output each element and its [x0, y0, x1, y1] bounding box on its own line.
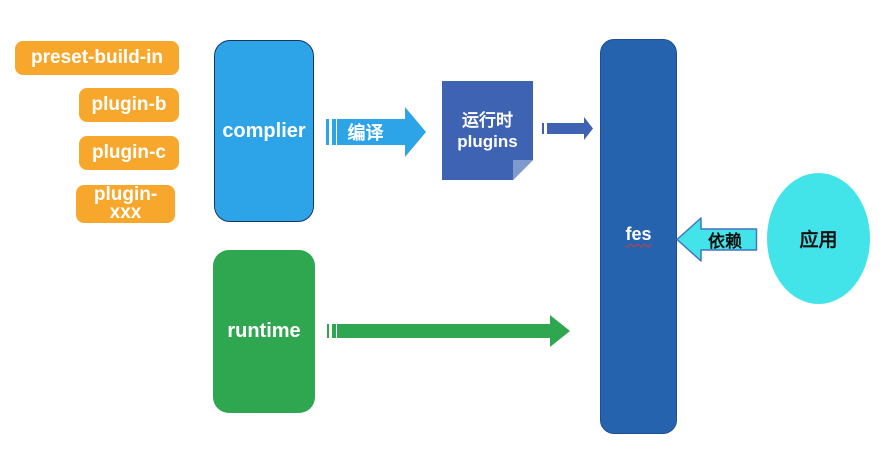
arrow-stripe	[327, 324, 329, 338]
chip-plugin-b: plugin-b	[79, 88, 179, 122]
compile-arrow-label: 编译	[347, 123, 384, 143]
chip-plugin-xxx: plugin-xxx	[76, 185, 175, 223]
complier-node: complier	[214, 40, 314, 222]
left-arrow-shape	[676, 217, 758, 262]
runtime-plugins-label-line2: plugins	[457, 131, 518, 151]
arrow-stripe	[542, 123, 544, 134]
fes-label: fes	[625, 224, 652, 244]
runtime-plugins-label-line1: 运行时	[462, 110, 513, 130]
depends-arrow-label: 依赖	[708, 232, 742, 251]
chip-plugin-c: plugin-c	[79, 136, 179, 170]
arrow-stripe	[332, 119, 336, 145]
arrow-stripe	[332, 324, 336, 338]
plugins-to-fes-arrow	[542, 117, 593, 140]
runtime-label: runtime	[227, 320, 301, 342]
right-arrow-shape	[550, 117, 593, 140]
compile-arrow: 编译	[326, 107, 426, 157]
chip-preset-build-in: preset-build-in	[15, 41, 179, 75]
complier-label: complier	[222, 119, 306, 142]
arrow-stripe	[546, 123, 550, 134]
right-arrow-shape	[337, 315, 570, 347]
app-label: 应用	[799, 230, 838, 251]
app-node: 应用	[767, 173, 870, 304]
fes-node: fes	[600, 39, 677, 434]
runtime-node: runtime	[213, 250, 315, 413]
depends-arrow: 依赖	[676, 216, 758, 263]
folded-corner	[513, 160, 533, 180]
arrow-stripe	[326, 119, 329, 145]
runtime-to-fes-arrow	[327, 315, 570, 347]
